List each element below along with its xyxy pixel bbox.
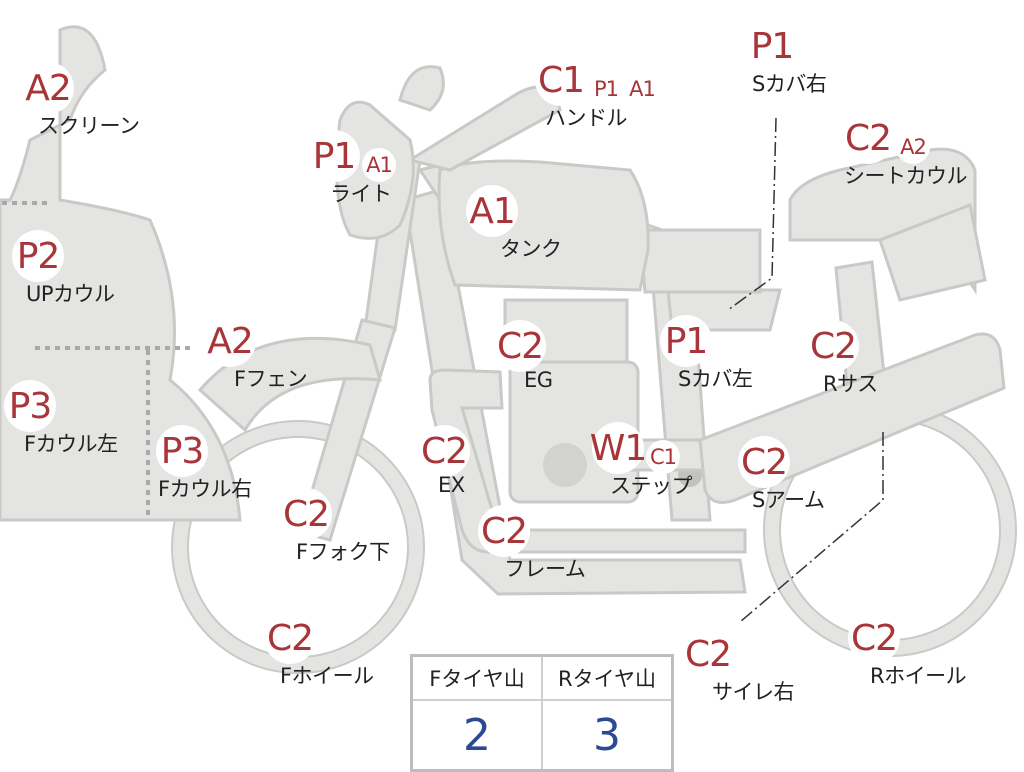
part-caption-frame: フレーム: [504, 557, 586, 581]
part-caption-f-cowl-right: Fカウル右: [158, 477, 252, 501]
grade-badge: A2: [22, 62, 74, 114]
part-caption-swing-arm: Sアーム: [752, 488, 825, 512]
exhaust-pipe-shape: [428, 368, 747, 554]
part-caption-exhaust: EX: [438, 473, 465, 497]
part-label-exhaust: C2 EX: [418, 425, 470, 497]
part-caption-r-wheel: Rホイール: [870, 664, 967, 688]
part-caption-tank: タンク: [500, 237, 562, 261]
tire-tread-table: Fタイヤ山 Rタイヤ山 2 3: [410, 654, 674, 772]
front-tire-header: Fタイヤ山: [410, 654, 543, 701]
cowl-shape: [0, 25, 242, 522]
grade-badge: P2: [12, 230, 64, 282]
part-caption-handle: ハンドル: [545, 106, 628, 130]
grade-badge: C2: [682, 628, 734, 680]
part-caption-r-suspension: Rサス: [823, 372, 878, 396]
part-label-f-fender: A2 Fフェン: [204, 315, 308, 393]
grade-badge: C2: [494, 320, 546, 372]
part-caption-up-cowl: UPカウル: [26, 282, 115, 306]
part-label-step: W1 C1 ステップ: [590, 422, 693, 500]
grade-badge: C1: [535, 54, 587, 106]
grade-badge-small: A2: [896, 130, 930, 164]
part-label-swing-arm: C2 Sアーム: [738, 436, 825, 514]
engine-cover-mark: [543, 443, 587, 487]
part-caption-muffler-right: サイレ右: [712, 680, 795, 704]
rear-tire-header: Rタイヤ山: [541, 654, 674, 701]
part-caption-f-wheel: Fホイール: [280, 664, 374, 688]
part-label-muffler-right: C2 サイレ右: [682, 628, 795, 706]
part-label-tank: A1 タンク: [466, 185, 562, 263]
part-label-frame: C2 フレーム: [478, 505, 586, 583]
part-label-f-fork-lower: C2 Fフォク下: [280, 488, 390, 566]
part-label-seat-cowl: C2 A2 シートカウル: [842, 112, 968, 190]
grade-badge: A2: [204, 315, 256, 367]
grade-badge-small: A1: [625, 72, 659, 106]
grade-badge: C2: [280, 488, 332, 540]
part-caption-screen: スクリーン: [38, 114, 140, 138]
grade-badge: P1: [660, 315, 712, 367]
part-label-up-cowl: P2 UPカウル: [12, 230, 115, 308]
front-tire-value: 2: [410, 699, 543, 772]
grade-badge: C2: [738, 436, 790, 488]
grade-badge-small: C1: [646, 440, 680, 474]
grade-badge: P3: [4, 380, 56, 432]
rear-tire-value: 3: [541, 699, 674, 772]
part-label-screen: A2 スクリーン: [22, 62, 140, 140]
grade-badge: C2: [842, 112, 894, 164]
front-wheel-shape: [172, 421, 424, 673]
grade-badge-small: P1: [589, 72, 623, 106]
part-caption-f-cowl-left: Fカウル左: [24, 432, 118, 456]
part-caption-engine: EG: [524, 368, 553, 392]
grade-badge: C2: [848, 612, 900, 664]
part-label-r-suspension: C2 Rサス: [807, 320, 878, 398]
part-label-f-cowl-left: P3 Fカウル左: [4, 380, 118, 458]
part-label-s-cover-left: P1 Sカバ左: [660, 315, 753, 393]
grade-badge: C2: [418, 425, 470, 477]
side-cover-left-shape: [638, 228, 762, 294]
grade-badge: A1: [466, 185, 518, 237]
part-label-s-cover-right: P1 Sカバ右: [746, 20, 827, 98]
part-label-r-wheel: C2 Rホイール: [848, 612, 967, 690]
grade-badge: W1: [590, 422, 647, 474]
part-caption-f-fender: Fフェン: [234, 367, 308, 391]
part-label-light: P1 A1 ライト: [308, 130, 396, 208]
part-label-handle: C1 P1 A1 ハンドル: [535, 54, 659, 132]
part-label-f-cowl-right: P3 Fカウル右: [156, 425, 252, 503]
part-caption-seat-cowl: シートカウル: [844, 164, 968, 188]
part-label-f-wheel: C2 Fホイール: [264, 612, 374, 690]
part-label-engine: C2 EG: [494, 320, 553, 392]
grade-badge: P3: [156, 425, 208, 477]
grade-badge: C2: [264, 612, 316, 664]
part-caption-step: ステップ: [610, 474, 693, 498]
part-caption-light: ライト: [330, 182, 392, 206]
grade-badge: P1: [746, 20, 798, 72]
mirror-shape: [398, 65, 445, 112]
seat-tail-shape: [878, 202, 987, 302]
leader-line-muffler: [739, 432, 884, 623]
grade-badge: C2: [478, 505, 530, 557]
grade-badge: P1: [308, 130, 360, 182]
part-caption-f-fork-lower: Fフォク下: [296, 540, 390, 564]
part-caption-s-cover-right: Sカバ右: [752, 72, 827, 96]
grade-badge: C2: [807, 320, 859, 372]
grade-badge-small: A1: [362, 148, 396, 182]
leader-line-side-cover: [727, 117, 777, 311]
front-wheel-outer-edge: [171, 420, 425, 674]
part-caption-s-cover-left: Sカバ左: [678, 367, 753, 391]
